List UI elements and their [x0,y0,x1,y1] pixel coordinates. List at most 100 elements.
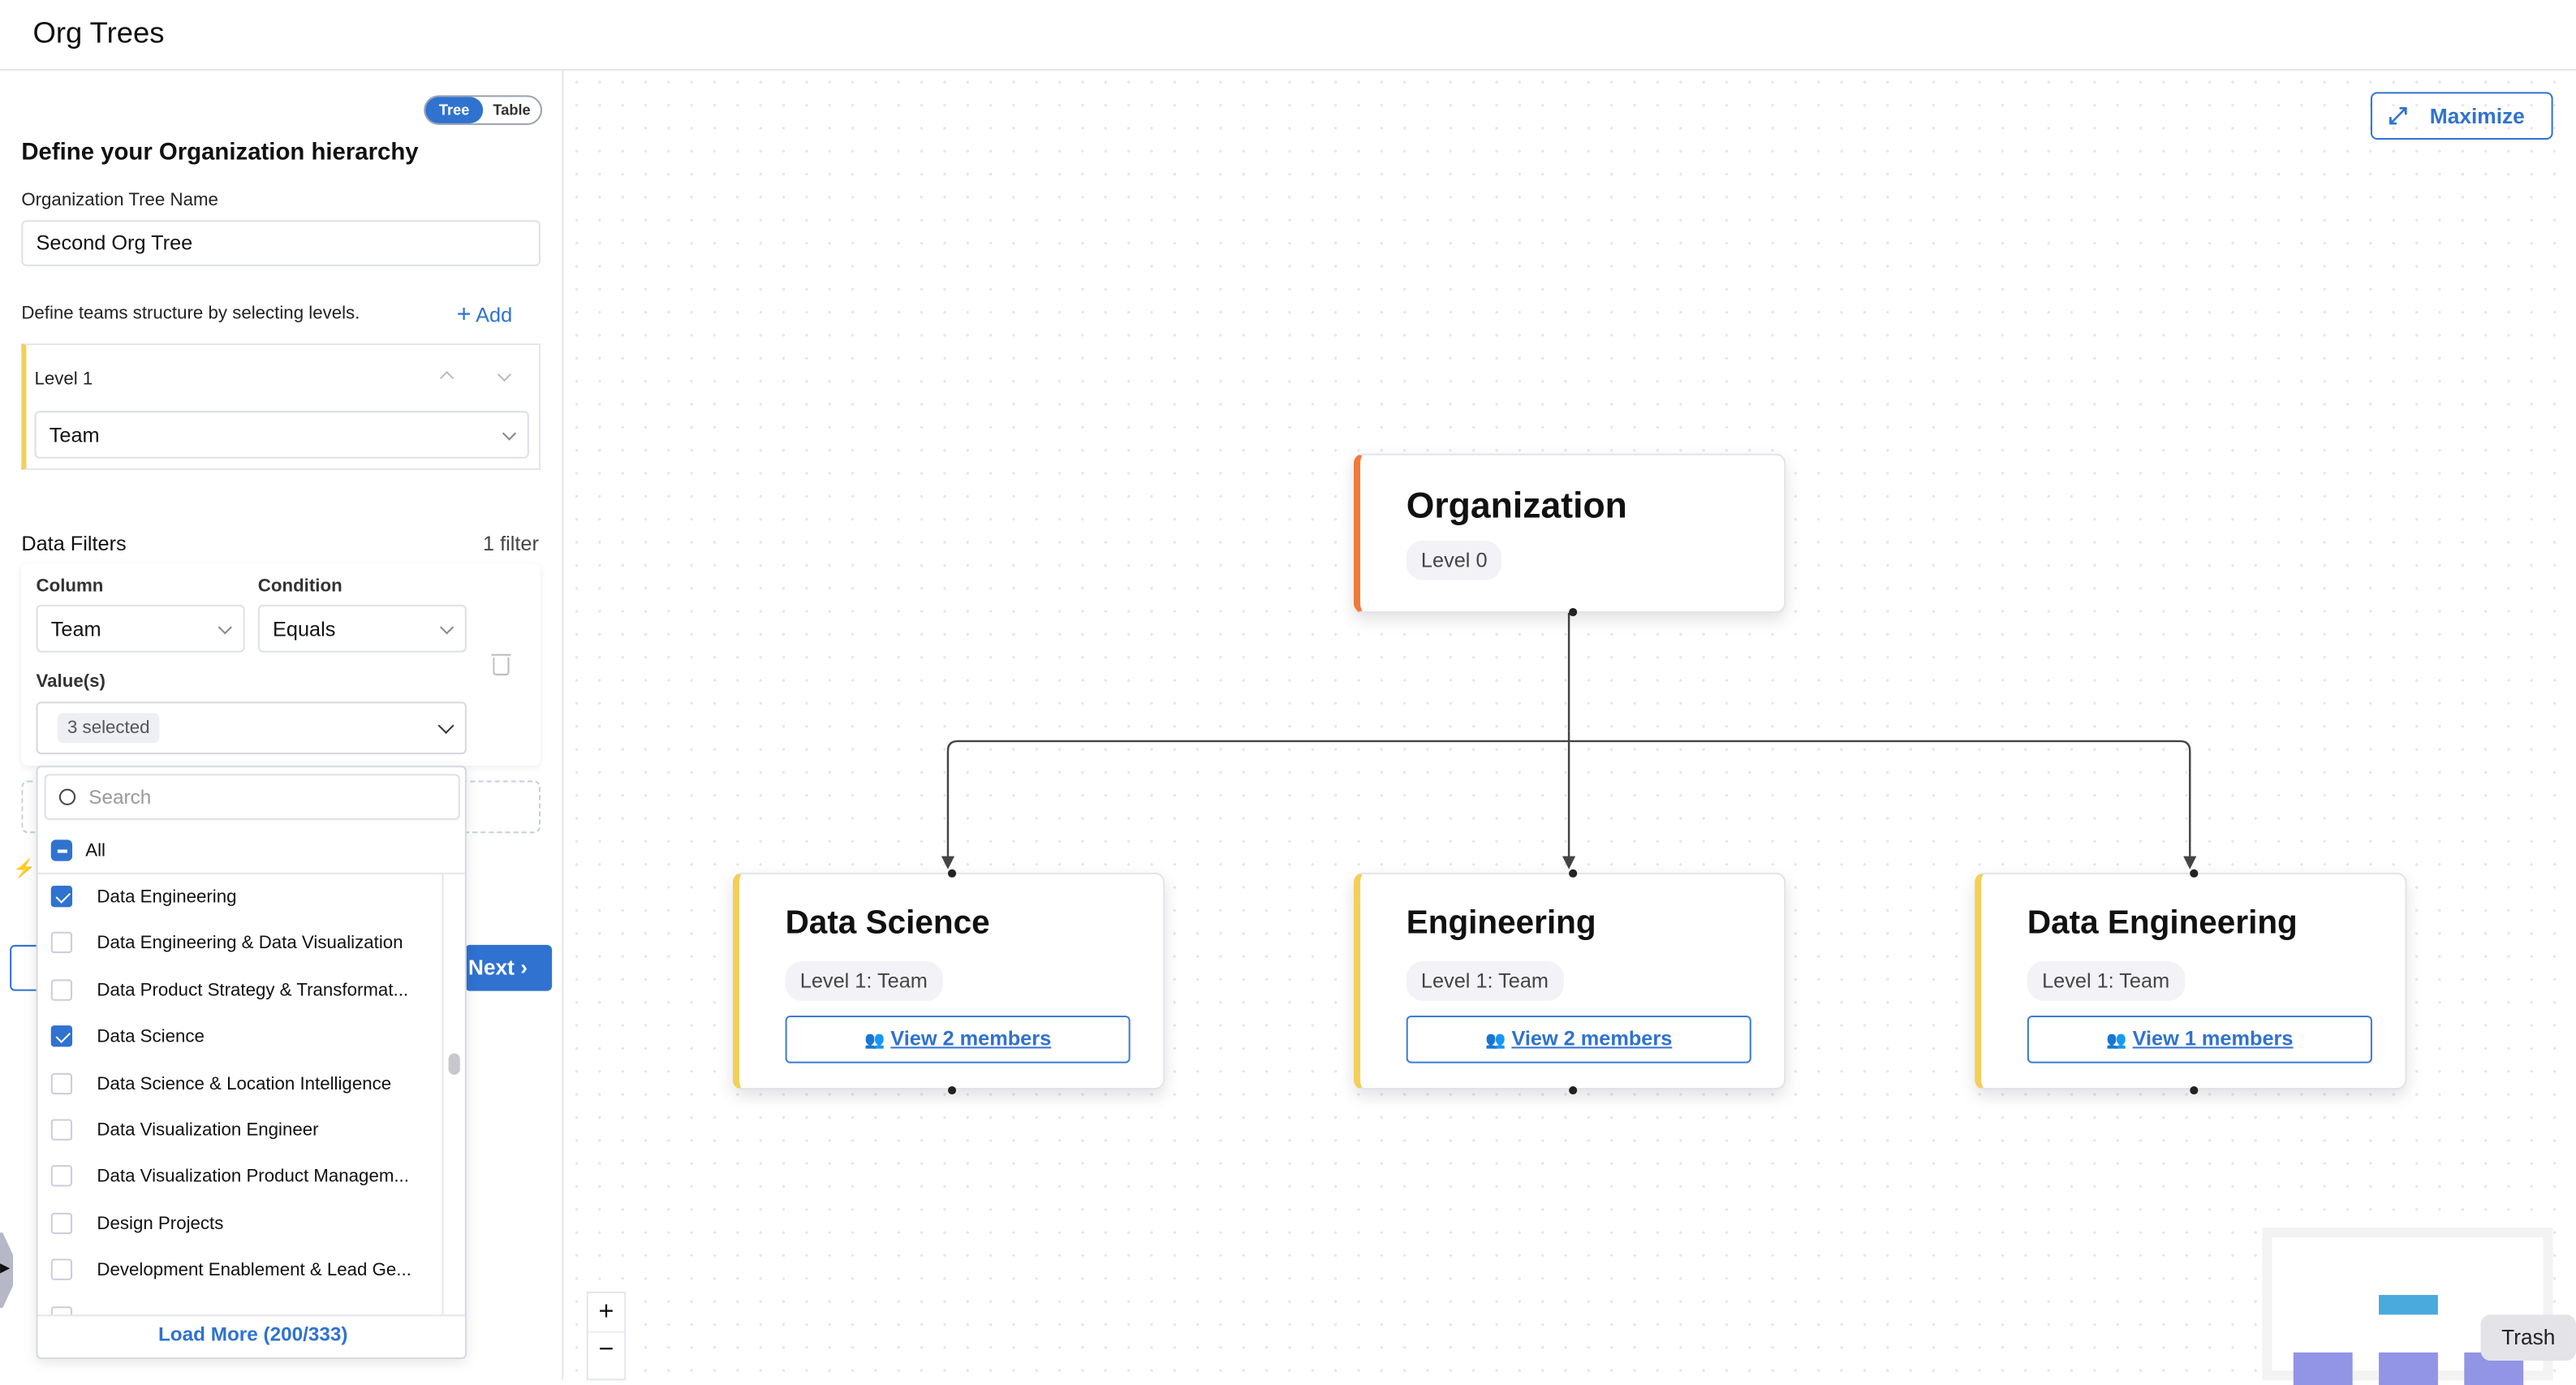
zoom-controls: + − [586,1292,627,1381]
lightning-icon: ⚡ [13,859,36,879]
chevron-down-icon [218,619,232,634]
option-item[interactable]: Data Product Strategy & Transformat... [38,968,442,1014]
node-title: Organization [1406,485,1627,526]
view-members-label: View 1 members [2132,1027,2294,1051]
tree-name-value: Second Org Tree [36,231,193,255]
option-item[interactable]: Data Engineering & Data Visualization [38,921,442,967]
maximize-label: Maximize [2429,103,2525,128]
users-icon: 👥 [1485,1032,1506,1051]
app-header: Org Trees [0,0,2576,71]
option-checkbox[interactable] [50,1212,73,1234]
tree-name-input[interactable]: Second Org Tree [21,220,541,266]
column-select[interactable]: Team [36,604,245,653]
option-item[interactable]: Design Projects [38,1201,442,1247]
level-card: Level 1 Team [21,343,541,470]
select-all-label: All [85,841,106,861]
level-badge: Level 1: Team [2027,961,2185,1001]
chevron-down-icon [437,717,454,734]
connector-handle [1569,869,1578,878]
expand-icon: ⤢ [2389,101,2407,128]
chevron-down-icon [502,425,517,440]
trash-tooltip: Trash [2480,1314,2576,1361]
add-level-button[interactable]: + Add [457,300,512,328]
selected-count-chip: 3 selected [57,713,160,743]
option-checkbox[interactable] [50,1025,73,1047]
next-button[interactable]: Next › [464,944,553,991]
option-label: Data Engineering & Data Visualization [97,934,403,954]
connector-handle [947,869,957,878]
zoom-in-button[interactable]: + [588,1293,625,1333]
select-all-checkbox[interactable] [50,839,73,861]
level-value: Team [49,423,100,447]
option-checkbox[interactable] [50,1072,73,1094]
chevron-down-icon [439,619,454,634]
option-item[interactable]: Data Visualization Engineer [38,1107,442,1154]
scrollbar-thumb[interactable] [448,1053,460,1075]
condition-value: Equals [273,617,336,641]
toggle-table[interactable]: Table [493,101,531,119]
load-more-button[interactable]: Load More (200/333) [37,1314,465,1357]
connector-handle [1569,1085,1578,1095]
config-panel: Tree Table Define your Organization hier… [0,71,564,1381]
option-checkbox[interactable] [50,1119,73,1141]
toggle-tree[interactable]: Tree [425,97,484,123]
tree-name-label: Organization Tree Name [21,190,218,211]
option-item[interactable]: Development Enablement & Lead Ge... [38,1248,442,1294]
option-checkbox[interactable] [50,1258,73,1281]
dropdown-search-input[interactable]: Search [44,774,460,821]
zoom-out-button[interactable]: − [598,1335,614,1365]
connector-handle [1569,607,1578,617]
level-badge: Level 0 [1406,540,1502,580]
level-select[interactable]: Team [34,411,529,459]
arrow-icon [941,856,955,869]
select-all-row[interactable]: All [37,826,465,874]
view-members-label: View 2 members [1511,1027,1673,1051]
option-label: Data Product Strategy & Transformat... [97,981,409,1001]
option-checkbox[interactable] [50,886,73,908]
values-multiselect[interactable]: 3 selected [36,701,467,755]
view-members-button[interactable]: 👥 View 2 members [785,1015,1131,1064]
option-label: Data Visualization Product Managem... [97,1167,409,1188]
tree-canvas[interactable]: ⤢ Maximize Organization Level 0 Data Sci… [565,71,2576,1385]
tree-connectors [941,613,2197,869]
move-up-icon[interactable] [439,370,454,386]
users-icon: 👥 [864,1032,885,1051]
option-checkbox[interactable] [50,1165,73,1188]
move-down-icon[interactable] [497,367,512,382]
option-item[interactable]: Data Science [38,1014,442,1060]
option-item[interactable]: Data Science & Location Intelligence [38,1061,442,1107]
maximize-button[interactable]: ⤢ Maximize [2370,92,2553,140]
page-title: Org Trees [32,16,165,50]
option-item[interactable]: Data Engineering [38,874,442,921]
org-node-root[interactable]: Organization Level 0 [1353,453,1786,617]
search-placeholder: Search [88,785,152,809]
view-members-button[interactable]: 👥 View 1 members [2027,1015,2372,1064]
node-title: Engineering [1406,905,1596,942]
option-label: Development Enablement & Lead Ge... [97,1260,411,1281]
view-members-button[interactable]: 👥 View 2 members [1406,1015,1751,1064]
condition-select[interactable]: Equals [257,604,467,653]
option-checkbox[interactable] [50,979,73,1001]
minimap-child-node [2379,1352,2438,1385]
connector-handle [2190,1085,2199,1095]
level-badge: Level 1: Team [1406,961,1564,1001]
option-checkbox[interactable] [50,932,73,954]
view-toggle[interactable]: Tree Table [424,95,542,125]
search-icon [58,788,76,805]
node-title: Data Engineering [2027,905,2298,942]
play-icon: ▶ [0,1260,11,1275]
minimap-child-node [2293,1352,2353,1385]
option-label: Data Engineering [97,887,237,908]
column-value: Team [50,617,101,641]
option-item[interactable]: Data Visualization Product Managem... [38,1154,442,1201]
column-label: Column [36,576,104,597]
option-label: Data Science [97,1027,205,1047]
trash-icon[interactable] [491,654,511,675]
users-icon: 👥 [2106,1032,2127,1051]
arrow-icon [1562,856,1576,869]
sidebar-expand-handle[interactable]: ▶ [0,1232,14,1309]
